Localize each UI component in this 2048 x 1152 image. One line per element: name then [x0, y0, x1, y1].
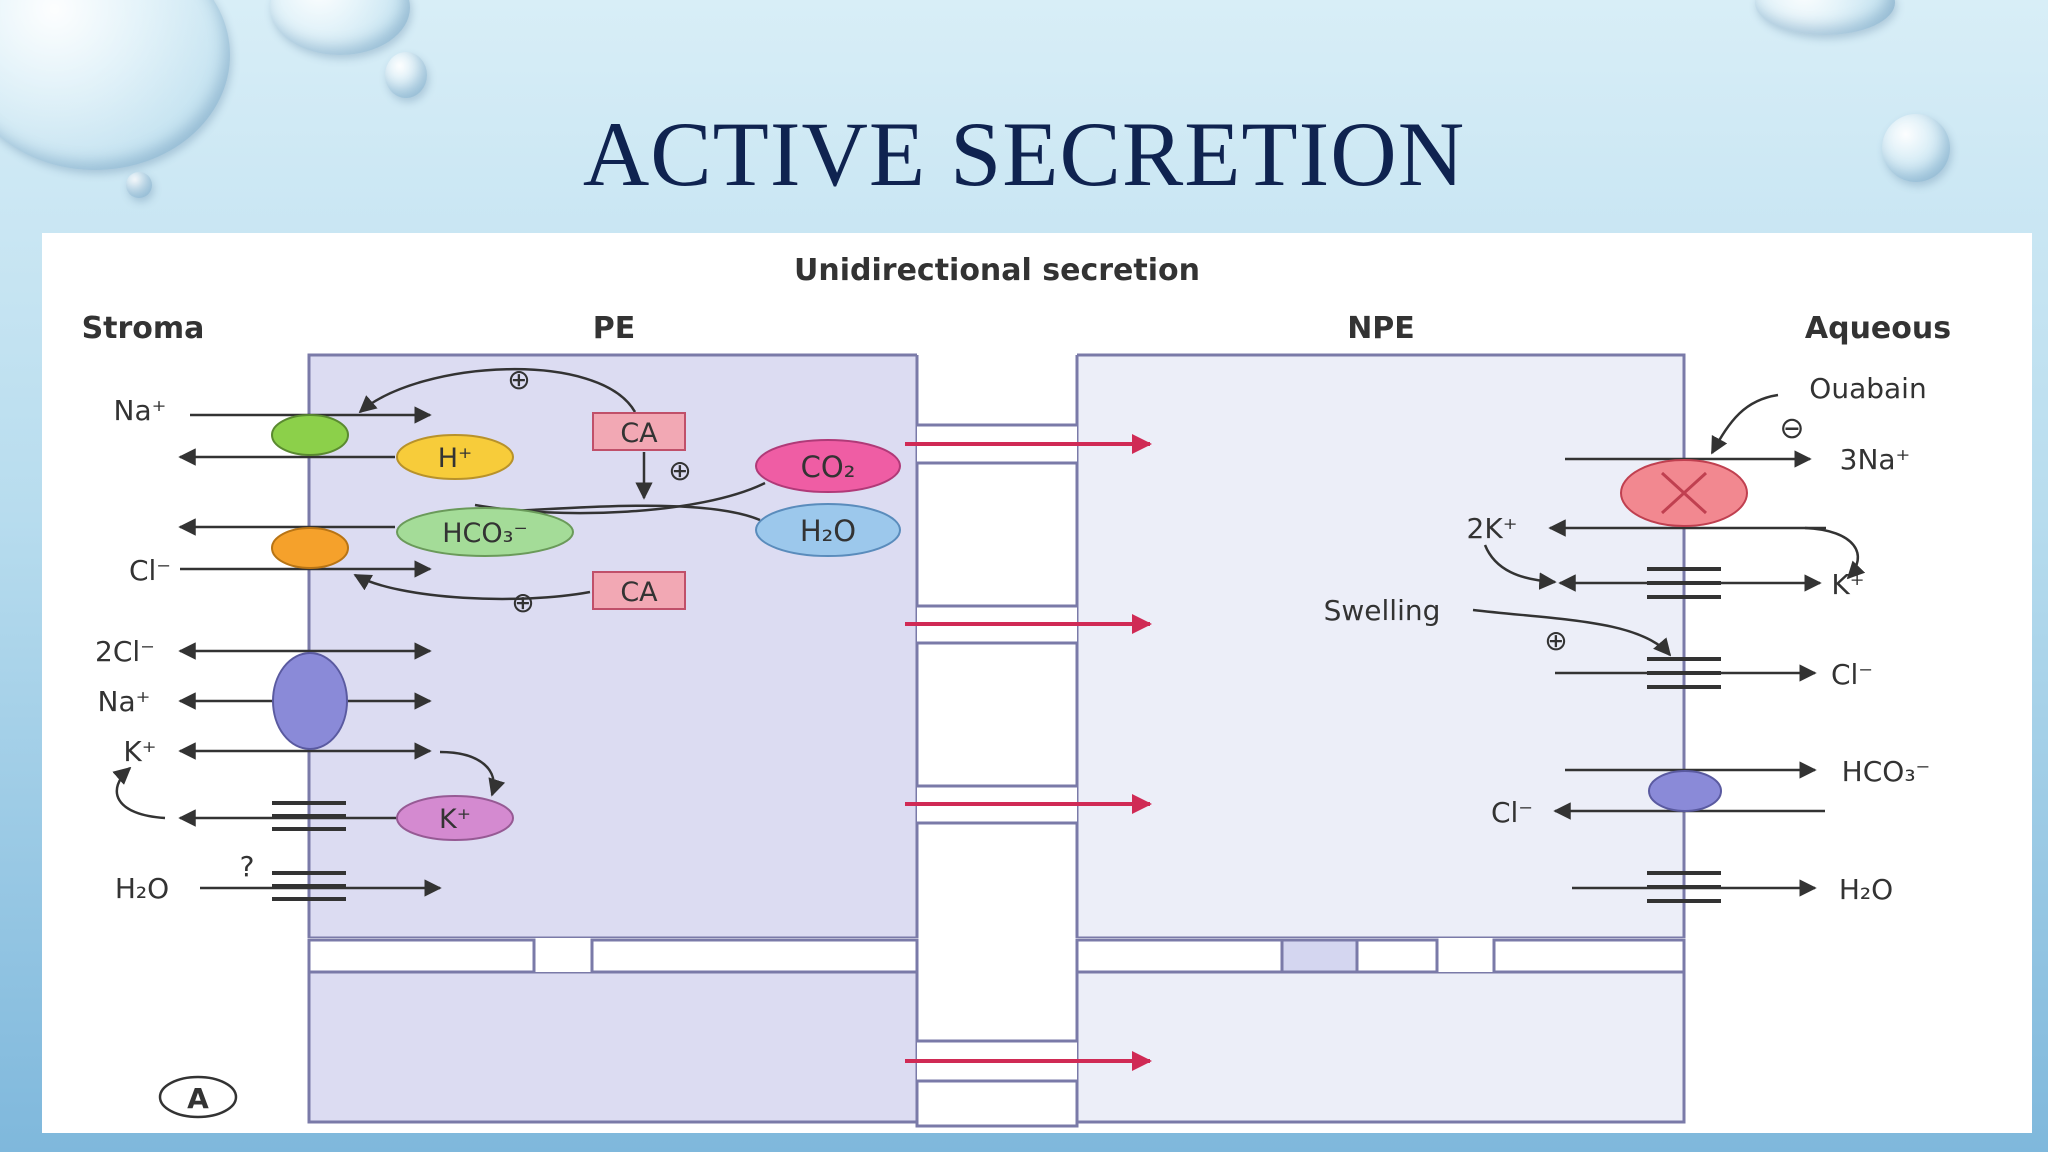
arrow-swelling — [1472, 608, 1672, 657]
arrow-cl-curve — [353, 573, 591, 601]
junction-block — [915, 821, 1079, 1043]
ouabain-label: Ouabain — [1809, 372, 1926, 405]
panel-label: A — [187, 1082, 209, 1115]
npe-hco3-label: HCO₃⁻ — [1842, 755, 1931, 788]
ca-bottom-label: CA — [620, 577, 658, 608]
pe-cl-label: Cl⁻ — [129, 554, 171, 587]
pe-k-label: K⁺ — [123, 735, 156, 768]
lateral-gap-segment — [1492, 938, 1686, 974]
water-drop — [1755, 0, 1895, 35]
lateral-gap-segment — [590, 938, 919, 974]
plus-sign: ⊕ — [668, 454, 691, 487]
ca-top-label: CA — [620, 418, 658, 449]
label-stroma: Stroma — [82, 311, 205, 346]
cl-channel-npe — [1647, 657, 1721, 689]
water-channel — [272, 871, 346, 901]
ciliary-secretion-diagram: Unidirectional secretion Stroma PE NPE A… — [82, 253, 1951, 1128]
pe-h2o-label: H₂O — [115, 872, 169, 905]
plus-sign: ⊕ — [511, 586, 534, 619]
pe-na2-label: Na⁺ — [98, 685, 151, 718]
k-channel-npe — [1647, 567, 1721, 599]
na-h-exchanger — [271, 414, 349, 456]
npe-cl-label: Cl⁻ — [1831, 658, 1873, 691]
water-drop — [270, 0, 410, 55]
npe-cl-in-label: Cl⁻ — [1491, 796, 1533, 829]
arrow-ouabain — [1710, 393, 1779, 455]
arrow-ca-curve — [358, 367, 637, 414]
diagram-heading: Unidirectional secretion — [794, 253, 1200, 288]
npe-cell — [1075, 353, 1686, 940]
arrow-2k-curve — [1483, 544, 1557, 590]
lateral-gap — [306, 938, 1687, 972]
npe-cell-lower — [1075, 970, 1686, 1124]
junction-block — [915, 461, 1079, 608]
co2-label: CO₂ — [801, 450, 856, 484]
label-aqueous: Aqueous — [1805, 311, 1951, 346]
minus-sign: ⊖ — [1779, 411, 1804, 446]
lateral-gap-segment — [1075, 938, 1439, 974]
pe-2cl-label: 2Cl⁻ — [95, 635, 155, 668]
plus-sign: ⊕ — [507, 363, 530, 396]
npe-k-label: K⁺ — [1831, 568, 1864, 601]
arrow-k-recycle-npe — [1804, 526, 1866, 580]
junction-block — [915, 641, 1079, 788]
lateral-gap-segment — [307, 938, 536, 974]
h-plus-label: H⁺ — [438, 443, 473, 474]
gap-junction — [1280, 938, 1359, 974]
cl-hco3-exchanger — [271, 527, 349, 569]
panel-label-circle — [158, 1075, 238, 1119]
nkcc-cotransporter — [272, 652, 348, 750]
slide-title: ACTIVE SECRETION — [582, 103, 1466, 205]
label-npe: NPE — [1347, 311, 1415, 346]
swelling-label: Swelling — [1324, 594, 1441, 627]
water-drop — [1882, 114, 1950, 182]
cl-hco3-exchanger-npe — [1648, 770, 1722, 812]
k-plus-circle — [396, 795, 514, 841]
carbonic-anhydrase-bottom — [592, 571, 686, 610]
npe-h2o-label: H₂O — [1839, 873, 1893, 906]
atpase-cross — [1660, 471, 1708, 515]
co2-circle — [755, 439, 901, 493]
npe-3na-label: 3Na⁺ — [1840, 443, 1911, 476]
pe-cell-lower — [307, 970, 919, 1124]
arrow-k-recycle-left — [112, 766, 166, 820]
water-drop — [126, 172, 152, 198]
plus-sign: ⊕ — [1544, 624, 1567, 657]
hco3-label: HCO₃⁻ — [442, 518, 527, 549]
h2o-circle-label: H₂O — [800, 514, 856, 548]
carbonic-anhydrase-top — [592, 412, 686, 451]
water-drop — [385, 52, 427, 98]
hco3-circle — [396, 507, 574, 557]
k-channel — [272, 801, 346, 831]
water-channel-npe — [1647, 871, 1721, 903]
junction-block — [915, 1079, 1079, 1128]
k-plus-circle-label: K⁺ — [439, 804, 471, 835]
h2o-circle — [755, 503, 901, 557]
label-pe: PE — [593, 311, 635, 346]
pe-na-label: Na⁺ — [114, 394, 167, 427]
arrow-k-recycle-right — [439, 750, 506, 797]
question-mark: ? — [240, 850, 255, 883]
h-plus-circle — [396, 434, 514, 480]
npe-2k-label: 2K⁺ — [1467, 512, 1518, 545]
diagram-panel: Unidirectional secretion Stroma PE NPE A… — [42, 233, 2032, 1133]
